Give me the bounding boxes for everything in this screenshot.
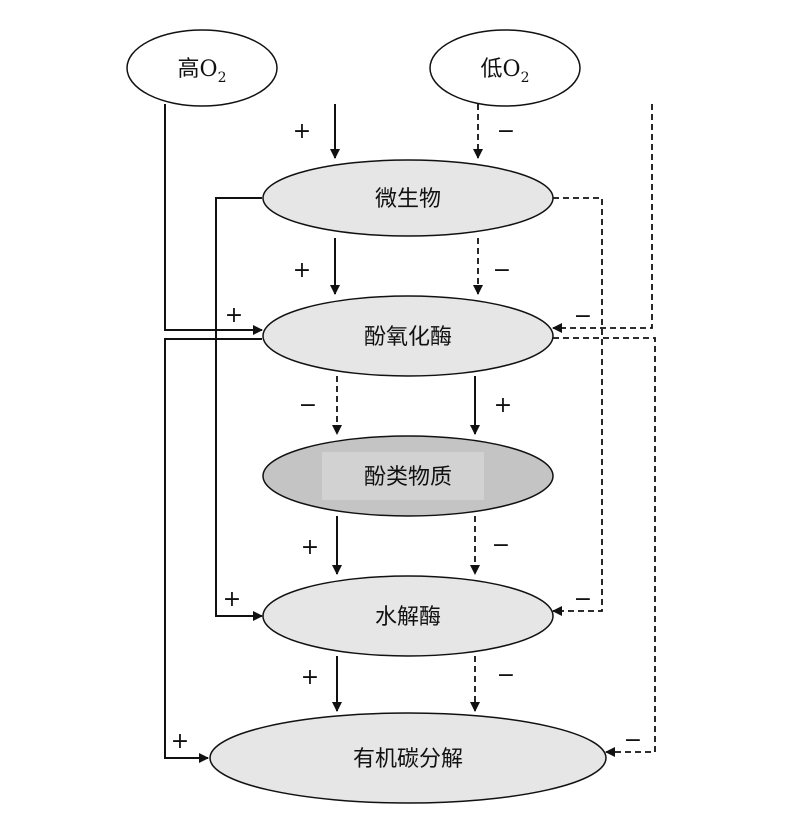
arrow-microbes-to-hydrolase	[215, 197, 263, 621]
microbes-label: 微生物	[375, 187, 441, 212]
plus-sign: +	[293, 258, 311, 283]
minus-sign: −	[299, 393, 317, 418]
minus-sign: −	[493, 258, 511, 283]
minus-sign: −	[492, 533, 510, 558]
high-o2-label: 高O2	[178, 57, 227, 86]
minus-sign: −	[497, 119, 515, 144]
plus-sign: +	[494, 393, 512, 418]
minus-sign: −	[497, 663, 515, 688]
phenolics-label: 酚类物质	[364, 465, 452, 490]
minus-sign: −	[574, 587, 592, 612]
high-o2-node	[126, 29, 278, 107]
plus-sign: +	[225, 303, 243, 328]
plus-sign: +	[301, 665, 319, 690]
plus-sign: +	[223, 587, 241, 612]
plus-sign: +	[171, 729, 189, 754]
arrow-phenol-oxidase-to-carbon-neg	[553, 337, 656, 757]
carbon-decomp-label: 有机碳分解	[353, 747, 463, 772]
plus-sign: +	[293, 119, 311, 144]
arrow-microbes-to-hydrolase-neg	[552, 197, 603, 616]
arrow-low-o2-to-phenol-oxidase	[552, 104, 653, 333]
hydrolase-node	[262, 575, 554, 657]
low-o2-node	[429, 29, 581, 107]
hydrolase-label: 水解酶	[375, 605, 441, 630]
carbon-decomp-node	[209, 712, 607, 804]
phenol-oxidase-node	[262, 295, 554, 377]
low-o2-label: 低O2	[481, 57, 530, 86]
arrow-phenol-oxidase-to-carbon	[164, 338, 262, 763]
phenol-oxidase-label: 酚氧化酶	[364, 325, 452, 350]
plus-sign: +	[301, 535, 319, 560]
phenolics-label-bg	[322, 452, 484, 500]
minus-sign: −	[574, 304, 592, 329]
minus-sign: −	[624, 728, 642, 753]
arrow-high-o2-to-phenol-oxidase	[164, 104, 263, 335]
